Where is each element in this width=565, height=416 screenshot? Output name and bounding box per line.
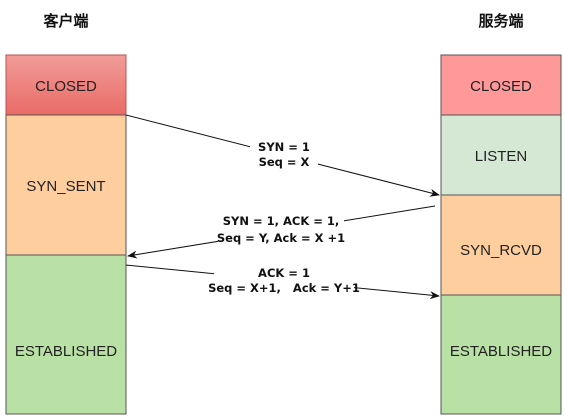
message-ack-label-bg [214,264,354,296]
message-syn: SYN = 1 Seq = X [125,114,440,197]
message-syn-ack: SYN = 1, ACK = 1, Seq = Y, Ack = X +1 [127,205,436,259]
client-state-established-box [5,254,127,415]
client-state-established-label: ESTABLISHED [15,343,117,360]
message-ack: ACK = 1 Seq = X+1, Ack = Y+1 [125,264,440,300]
client-state-closed-label: CLOSED [35,78,97,95]
server-state-established-box [440,294,562,415]
message-ack-line-2: Seq = X+1, Ack = Y+1 [208,281,360,295]
client-state-established: ESTABLISHED [5,254,127,415]
message-syn-ack-line-1: SYN = 1, ACK = 1, [223,214,340,228]
client-state-syn-sent: SYN_SENT [5,114,127,256]
server-state-syn-rcvd: SYN_RCVD [440,194,562,296]
client-state-closed: CLOSED [5,54,127,116]
server-state-listen-box [440,114,562,196]
message-syn-ack-label-bg [218,211,344,247]
message-syn-line-2: Seq = X [259,155,310,169]
server-title: 服务端 [478,12,523,30]
server-state-closed-label: CLOSED [470,78,532,95]
message-syn-label-bg [250,138,318,172]
server-state-established: ESTABLISHED [440,294,562,415]
client-state-syn-sent-label: SYN_SENT [26,178,105,195]
client-state-closed-box [5,54,127,116]
server-state-syn-rcvd-label: SYN_RCVD [460,242,542,259]
server-state-closed: CLOSED [440,54,562,116]
message-syn-ack-line-2: Seq = Y, Ack = X +1 [217,231,345,245]
client-title: 客户端 [42,12,88,30]
server-state-listen-label: LISTEN [475,148,528,165]
message-ack-line-1: ACK = 1 [258,266,310,280]
server-state-established-label: ESTABLISHED [450,343,552,360]
message-syn-line-1: SYN = 1 [258,140,310,154]
server-state-syn-rcvd-box [440,194,562,296]
client-state-syn-sent-box [5,114,127,256]
server-state-listen: LISTEN [440,114,562,196]
server-state-closed-box [440,54,562,116]
